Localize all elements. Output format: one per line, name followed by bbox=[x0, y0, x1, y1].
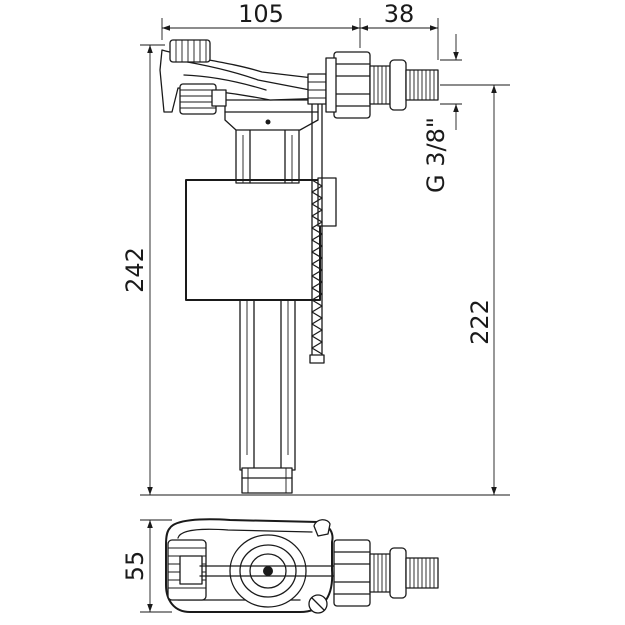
upper-tube bbox=[235, 127, 300, 184]
valve-head bbox=[159, 39, 331, 131]
dim-label-242: 242 bbox=[121, 247, 149, 293]
dimension-labels: 105 38 242 222 G 3/8" 55 bbox=[121, 0, 494, 581]
float-box bbox=[185, 179, 321, 301]
dim-label-thread: G 3/8" bbox=[422, 117, 450, 193]
dimension-lines bbox=[140, 18, 510, 613]
adjust-rod bbox=[307, 73, 327, 364]
dim-label-38: 38 bbox=[384, 0, 415, 28]
dim-label-222: 222 bbox=[466, 299, 494, 345]
dim-label-55: 55 bbox=[121, 551, 149, 582]
top-view bbox=[165, 518, 439, 614]
dim-label-105: 105 bbox=[238, 0, 284, 28]
inlet-fitting bbox=[325, 51, 439, 119]
lower-tube bbox=[239, 299, 296, 494]
front-view bbox=[159, 39, 439, 494]
